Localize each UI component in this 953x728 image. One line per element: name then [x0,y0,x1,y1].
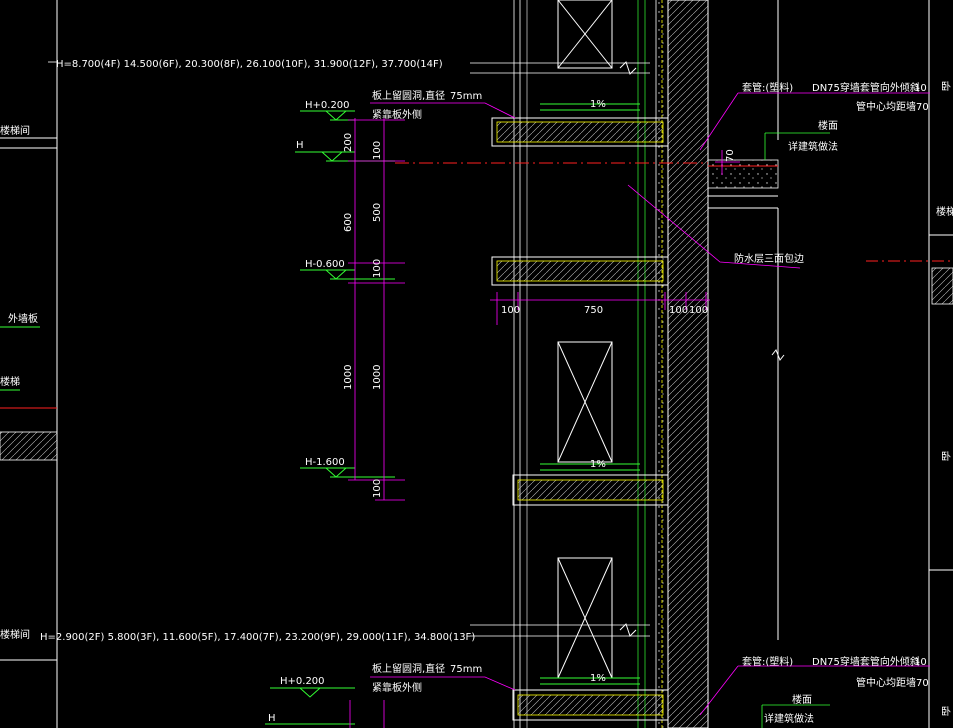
note-slab-hole-1-lower: 板上留圆洞,直径 [372,662,445,675]
dim-200: 200 [343,133,354,152]
elev-h-plus-0200-lower: H+0.200 [280,676,325,687]
note-slab-hole-1: 板上留圆洞,直径 [372,89,445,102]
dim-600: 600 [343,213,354,232]
note-pipe-center: 管中心均距墙 [856,100,916,113]
leader-lines [48,61,930,728]
note-pipe-center-value-lower: 70 [916,678,929,689]
window-middle [540,341,640,471]
window-top [540,0,640,111]
right-edge-detail [777,0,953,728]
dim-h750: 750 [584,305,603,316]
note-left-stair-lower: 楼梯间 [0,628,30,641]
note-floor-lower: 楼面 [792,693,812,706]
note-right-char-3: 卧 [941,705,951,718]
note-pipe-center-lower: 管中心均距墙 [856,676,916,689]
elev-h-lower: H [268,713,276,724]
dim-100b: 100 [372,259,383,278]
note-waterproof: 防水层三面包边 [734,252,804,265]
elevation-labels: H+0.200 H H-0.600 H-1.600 H+0.200 H [268,100,350,724]
level-list-labels: H=8.700(4F) 14.500(6F), 20.300(8F), 26.1… [40,59,475,643]
elev-h-minus-0600: H-0.600 [305,259,345,270]
note-floor-method-lower: 详建筑做法 [764,712,814,725]
dim-70: 70 [725,149,736,162]
dim-75mm-lower: 75mm [450,664,482,675]
note-sleeve: 套管:(塑料) [742,81,793,94]
dimension-lines [348,118,740,728]
elev-h-plus-0200: H+0.200 [305,100,350,111]
window-mark-bottom: 1% [590,673,606,684]
note-slab-hole-2-lower: 紧靠板外侧 [372,681,422,694]
window-bottom [540,557,640,685]
note-right-char: 卧 [941,80,951,93]
note-labels: 板上留圆洞,直径 紧靠板外侧 板上留圆洞,直径 紧靠板外侧 套管:(塑料) DN… [0,80,953,725]
note-dn75-value-lower: 10 [914,657,927,668]
slab-cantilevers [491,117,669,721]
left-edge-detail [0,0,58,728]
structural-wall [513,0,785,728]
dim-h100a: 100 [501,305,520,316]
elev-h: H [296,140,304,151]
elev-h-minus-1600: H-1.600 [305,457,345,468]
note-slab-hole-2: 紧靠板外侧 [372,108,422,121]
level-list-upper: H=8.700(4F) 14.500(6F), 20.300(8F), 26.1… [56,59,443,70]
note-right-stair: 楼梯 [936,205,953,218]
dim-75mm: 75mm [450,91,482,102]
dim-1000b: 1000 [372,365,383,390]
note-dn75: DN75穿墙套管向外倾斜 [812,81,920,94]
note-right-char-2: 卧 [941,450,951,463]
note-pipe-center-value: 70 [916,102,929,113]
dim-100a: 100 [372,141,383,160]
window-mark-top: 1% [590,99,606,110]
note-left-stair: 楼梯间 [0,124,30,137]
dimension-labels: 200 100 600 500 100 1000 1000 100 100 75… [343,91,736,675]
window-mark-middle: 1% [590,459,606,470]
note-sleeve-lower: 套管:(塑料) [742,655,793,668]
note-left-stair-2: 楼梯 [0,375,20,388]
dim-h100c: 100 [689,305,708,316]
note-dn75-lower: DN75穿墙套管向外倾斜 [812,655,920,668]
dim-h100b: 100 [669,305,688,316]
dim-1000a: 1000 [343,365,354,390]
note-floor-method: 详建筑做法 [788,140,838,153]
dim-500: 500 [372,203,383,222]
level-list-lower: H=2.900(2F) 5.800(3F), 11.600(5F), 17.40… [40,632,475,643]
window-marks: 1% 1% 1% [590,99,606,684]
note-dn75-value: 10 [914,83,927,94]
note-floor: 楼面 [818,119,838,132]
dim-100c: 100 [372,479,383,498]
note-left-wall-panel: 外墙板 [8,312,38,325]
